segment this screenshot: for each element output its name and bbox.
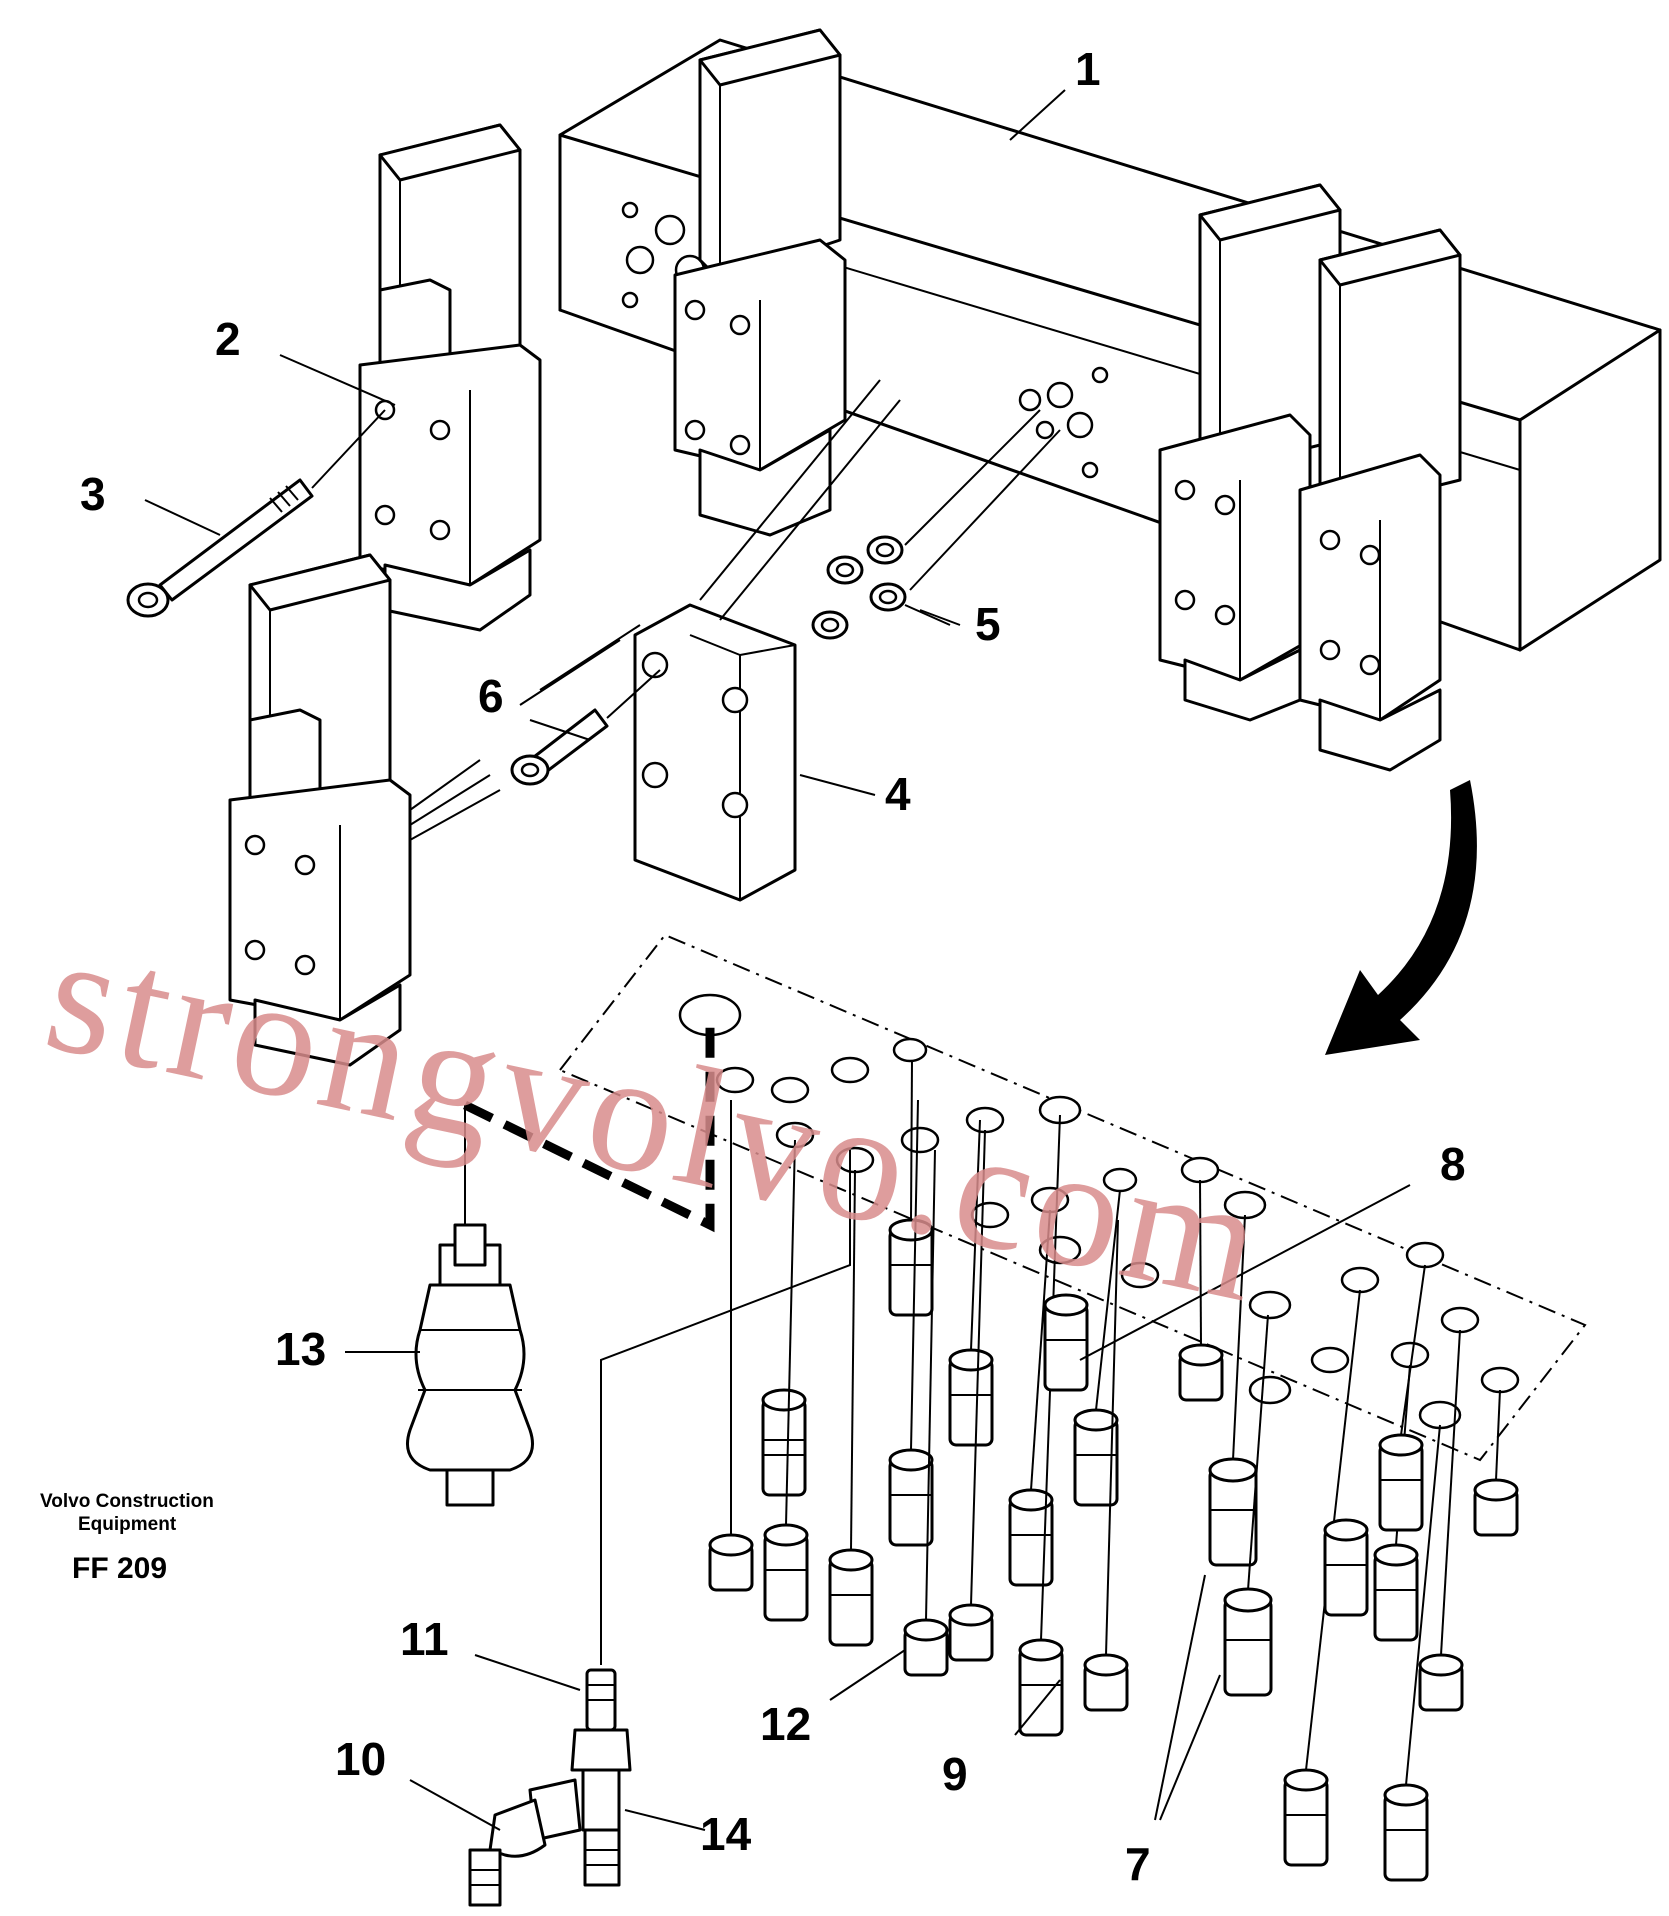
callout-4: 4: [885, 768, 911, 820]
callout-12: 12: [760, 1698, 811, 1750]
rotation-arrow: [1325, 780, 1477, 1055]
brand-line-1: Volvo Construction: [40, 1491, 214, 1512]
figure-code: FF 209: [72, 1552, 167, 1585]
base-plate-outline: [558, 933, 1587, 1462]
callout-11: 11: [400, 1613, 449, 1665]
solenoid-valve-right-b: [1298, 228, 1462, 772]
brand-line-2: Equipment: [78, 1514, 177, 1535]
cover-plate: [633, 379, 901, 902]
callout-3: 3: [80, 468, 106, 520]
brand-block: Volvo Construction Equipment FF 209: [40, 1491, 214, 1585]
fitting-assembly: [409, 1150, 851, 1907]
screw-short: [510, 624, 661, 786]
solenoid-valve-lower-left: [228, 553, 501, 1067]
bolt-long: [126, 409, 386, 618]
callout-10: 10: [335, 1733, 386, 1785]
callout-9: 9: [942, 1748, 968, 1800]
solenoid-valve-right-a: [1158, 183, 1342, 722]
leader-lines: [144, 89, 1411, 1821]
callout-14: 14: [700, 1808, 752, 1860]
callout-13: 13: [275, 1323, 326, 1375]
callout-6: 6: [478, 670, 504, 722]
pressure-sensor: [345, 1015, 715, 1507]
o-rings: [811, 409, 1061, 640]
solenoid-valve-left: [358, 123, 542, 632]
check-valves: [708, 1059, 1519, 1882]
solenoid-valve-top: [673, 28, 847, 537]
callout-7: 7: [1125, 1838, 1151, 1890]
callout-5: 5: [975, 598, 1001, 650]
callout-1: 1: [1075, 43, 1101, 95]
callout-labels: 1 2 3 4 5 6 7 8 9 10 11 12 13 14: [80, 43, 1466, 1890]
watermark-text: strongvolvo.com: [32, 897, 1281, 1338]
callout-8: 8: [1440, 1138, 1466, 1190]
callout-2: 2: [215, 313, 241, 365]
